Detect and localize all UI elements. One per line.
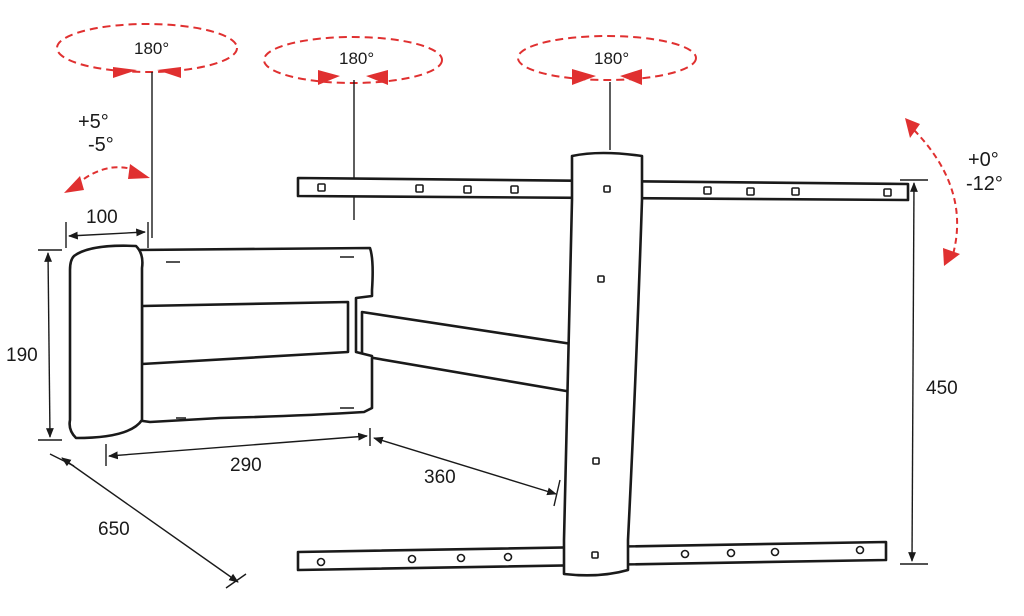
wall-plate: [68, 244, 144, 440]
dim-wall-plate-height: 190: [6, 345, 38, 366]
rotation-label-middle: 180°: [339, 49, 375, 68]
swivel-arrow: [64, 164, 150, 193]
pivot-axis-lines: [151, 72, 611, 238]
mount-drawing: [68, 151, 910, 577]
rotation-indicator-right: [517, 35, 697, 85]
tilt-arrow: [905, 118, 960, 266]
tilt-plus-label: +0°: [968, 149, 999, 171]
dim-wall-plate-width: 100: [86, 207, 118, 228]
dim-extension: 650: [98, 519, 130, 540]
dim-arm-inner: 290: [230, 455, 262, 476]
arm-bracket: [134, 246, 374, 424]
mounting-holes: [166, 183, 892, 567]
vesa-bar: [562, 151, 644, 577]
swivel-minus-label: -5°: [88, 134, 114, 156]
rotation-label-left: 180°: [134, 39, 170, 58]
rotation-label-right: 180°: [594, 49, 630, 68]
swivel-plus-label: +5°: [78, 111, 109, 133]
tilt-minus-label: -12°: [966, 173, 1003, 195]
dim-arm-outer: 360: [424, 467, 456, 488]
long-arm: [360, 310, 574, 394]
dimension-lines: [38, 179, 928, 589]
dim-vesa-height: 450: [926, 378, 958, 399]
rotation-indicator-middle: [263, 36, 443, 85]
rotation-indicator-left: [56, 23, 238, 78]
